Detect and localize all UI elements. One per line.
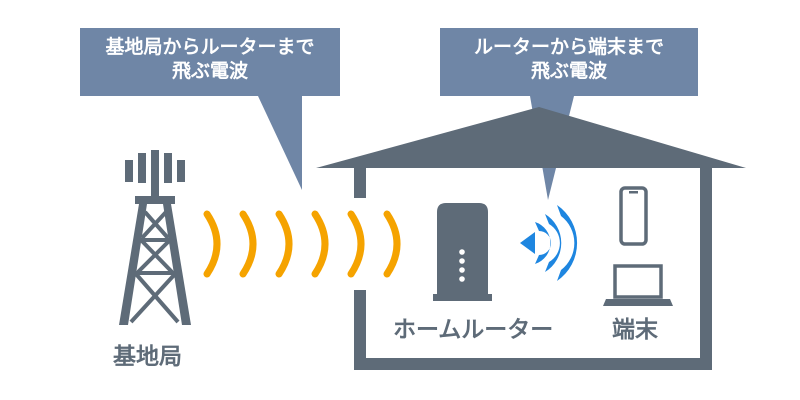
home-router-icon [433, 203, 492, 301]
smartphone-icon [619, 186, 648, 246]
router-label: ホームルーター [393, 317, 554, 343]
wave-arc-6 [383, 210, 401, 278]
cell-tower-icon [119, 150, 191, 325]
wifi-signal-icon [520, 205, 578, 281]
callout-router-to-device-line1: ルーターから端末まで [473, 36, 664, 58]
orange-radio-waves [203, 210, 401, 278]
wave-arc-3 [275, 210, 293, 278]
callout-router-to-device [440, 28, 698, 200]
wave-arc-4 [311, 210, 329, 278]
callout-router-to-device-line2: 飛ぶ電波 [530, 60, 607, 82]
callout-tower-to-router [80, 28, 340, 190]
callout-tower-to-router-text: 基地局からルーターまで 飛ぶ電波 [80, 35, 340, 83]
device-label: 端末 [612, 317, 658, 343]
callout-tower-to-router-line1: 基地局からルーターまで [105, 36, 315, 58]
tower-label: 基地局 [113, 344, 182, 370]
wave-arc-5 [347, 210, 365, 278]
callout-tower-to-router-line2: 飛ぶ電波 [171, 60, 248, 82]
callout-router-to-device-text: ルーターから端末まで 飛ぶ電波 [440, 35, 698, 83]
wave-arc-2 [239, 210, 257, 278]
house-icon [316, 107, 746, 370]
wave-arc-1 [203, 210, 221, 278]
laptop-icon [603, 264, 673, 306]
